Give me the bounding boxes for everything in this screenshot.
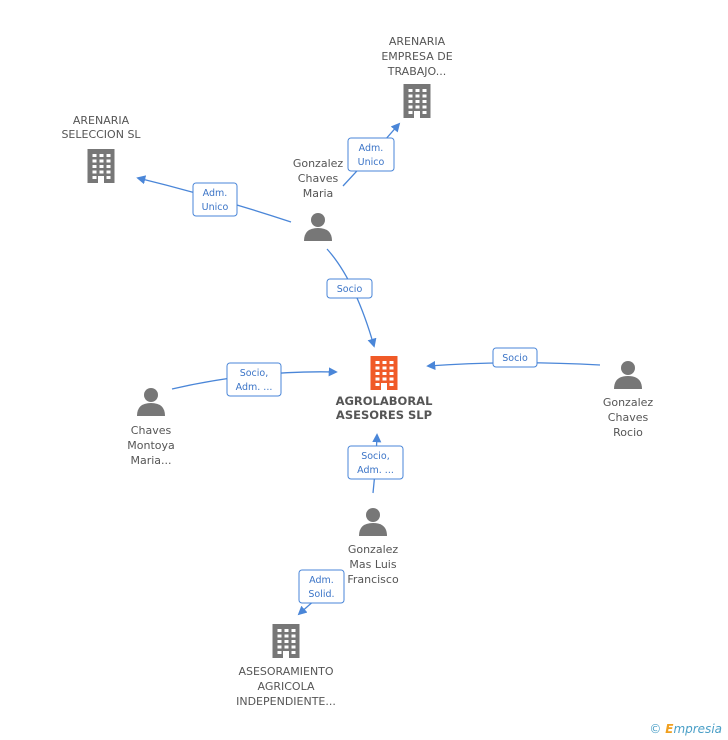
building-icon <box>370 356 398 390</box>
person-icon <box>304 213 332 241</box>
node-label: INDEPENDIENTE... <box>236 695 336 708</box>
node-chaves-montoya[interactable]: ChavesMontoyaMaria... <box>127 388 175 467</box>
building-icon <box>403 84 431 118</box>
edge-label-box <box>226 362 282 397</box>
building-icon <box>87 149 115 183</box>
node-label: Francisco <box>347 573 399 586</box>
edge-gcm-to-empresa: Adm. Unico <box>342 122 401 187</box>
edge-label-text: Unico <box>358 157 385 168</box>
edge-rocio-to-main: Socio <box>426 347 601 371</box>
node-label: AGRICOLA <box>258 680 315 693</box>
copyright-symbol: © <box>649 722 662 736</box>
node-label: ARENARIA <box>73 114 130 127</box>
person-icon <box>359 508 387 536</box>
edge-luis-to-asesoramiento: Adm. Solid. <box>297 569 345 616</box>
node-label: Montoya <box>127 439 175 452</box>
edge-label-text: Socio, <box>361 451 390 462</box>
footer-brand: © Empresia <box>649 722 722 736</box>
node-label: Maria <box>303 187 334 200</box>
node-label: Chaves <box>131 424 172 437</box>
edge-label[interactable]: Socio <box>326 278 373 299</box>
node-label: Gonzalez <box>603 396 654 409</box>
edge-label-box <box>192 182 238 217</box>
edge-montoya-to-main: Socio, Adm. ... <box>171 362 338 397</box>
edge-label-text: Socio, <box>240 368 269 379</box>
node-label: Chaves <box>298 172 339 185</box>
edge-gcm-to-main: Socio <box>326 248 377 348</box>
edge-label-text: Socio <box>502 353 528 364</box>
building-icon <box>272 624 300 658</box>
edge-label-box <box>347 445 404 480</box>
node-label: Rocio <box>613 426 643 439</box>
node-label: Gonzalez <box>348 543 399 556</box>
edge-label-box <box>347 137 395 172</box>
brand-initial: E <box>665 722 674 736</box>
node-label: ARENARIA <box>389 35 446 48</box>
edge-label-text: Solid. <box>308 589 334 600</box>
edge-label[interactable]: Socio, Adm. ... <box>226 362 282 397</box>
edge-label-box <box>492 347 538 368</box>
node-label: Mas Luis <box>349 558 396 571</box>
person-icon <box>614 361 642 389</box>
node-label: AGROLABORAL <box>336 394 433 408</box>
edge-luis-to-main: Socio, Adm. ... <box>347 433 404 494</box>
edge-label-box <box>298 569 345 604</box>
edge-label-box <box>326 278 373 299</box>
node-label: TRABAJO... <box>387 65 446 78</box>
node-asesoramiento[interactable]: ASESORAMIENTO AGRICOLA INDEPENDIENTE... <box>236 624 336 708</box>
edge-gcm-to-seleccion: Adm. Unico <box>136 175 292 223</box>
node-label: ASESORES SLP <box>336 408 432 422</box>
node-label: Chaves <box>608 411 649 424</box>
edge-label-text: Unico <box>202 202 229 213</box>
person-icon <box>137 388 165 416</box>
edge-label-text: Adm. <box>203 188 228 199</box>
edge-label[interactable]: Adm. Unico <box>192 182 238 217</box>
node-label: Maria... <box>130 454 171 467</box>
edge-label-text: Adm. <box>309 575 334 586</box>
edge-label[interactable]: Adm. Unico <box>347 137 395 172</box>
edge-label-text: Adm. ... <box>357 465 394 476</box>
edge-label-text: Adm. <box>359 143 384 154</box>
node-label: EMPRESA DE <box>381 50 452 63</box>
node-label: ASESORAMIENTO <box>238 665 333 678</box>
edge-label[interactable]: Adm. Solid. <box>298 569 345 604</box>
edge-label-text: Adm. ... <box>236 382 273 393</box>
node-arenaria-empresa[interactable]: ARENARIA EMPRESA DE TRABAJO... <box>381 35 453 118</box>
node-label: SELECCION SL <box>61 128 141 141</box>
node-label: Gonzalez <box>293 157 344 170</box>
edge-label-text: Socio <box>337 284 363 295</box>
brand-name: mpresia <box>673 722 722 736</box>
edge-label[interactable]: Socio <box>492 347 538 368</box>
edge-label[interactable]: Socio, Adm. ... <box>347 445 404 480</box>
